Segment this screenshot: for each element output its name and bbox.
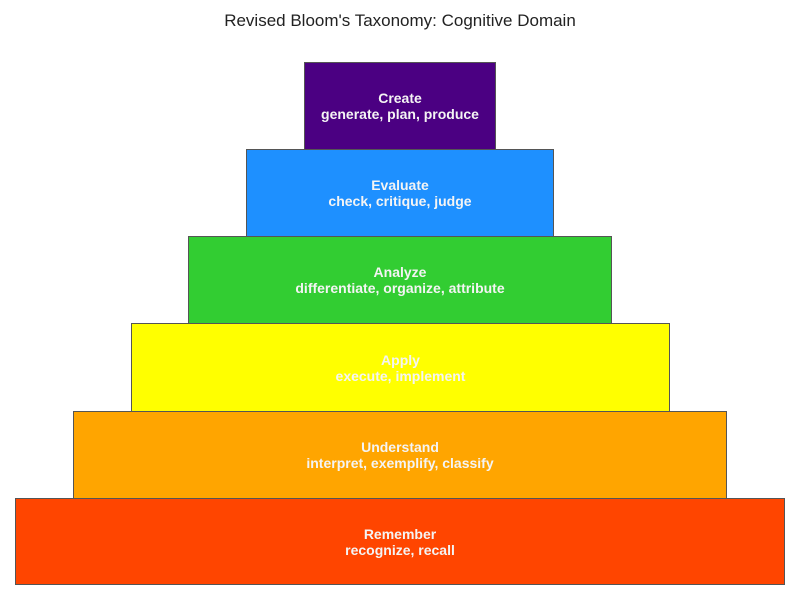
tier-verbs: check, critique, judge: [328, 193, 472, 209]
tier-label: Apply: [381, 351, 420, 368]
tier-label: Evaluate: [371, 177, 429, 193]
tier-evaluate: Evaluate check, critique, judge: [246, 149, 554, 237]
tier-analyze: Analyze differentiate, organize, attribu…: [188, 236, 612, 324]
tier-verbs: generate, plan, produce: [321, 106, 479, 122]
tier-verbs: recognize, recall: [345, 541, 455, 558]
tier-label: Analyze: [373, 264, 427, 280]
tier-label: Understand: [361, 439, 439, 455]
tier-label: Remember: [363, 525, 437, 542]
tier-remember: Remember recognize, recall: [15, 498, 785, 585]
tier-label: Create: [378, 90, 422, 106]
tier-understand: Understand interpret, exemplify, classif…: [73, 411, 727, 499]
tier-verbs: interpret, exemplify, classify: [306, 455, 494, 471]
tier-verbs: differentiate, organize, attribute: [295, 280, 505, 296]
tier-verbs: execute, implement: [335, 367, 466, 384]
tier-apply: Apply execute, implement: [131, 323, 670, 412]
diagram-title: Revised Bloom's Taxonomy: Cognitive Doma…: [224, 11, 576, 30]
tier-create: Create generate, plan, produce: [304, 62, 496, 150]
